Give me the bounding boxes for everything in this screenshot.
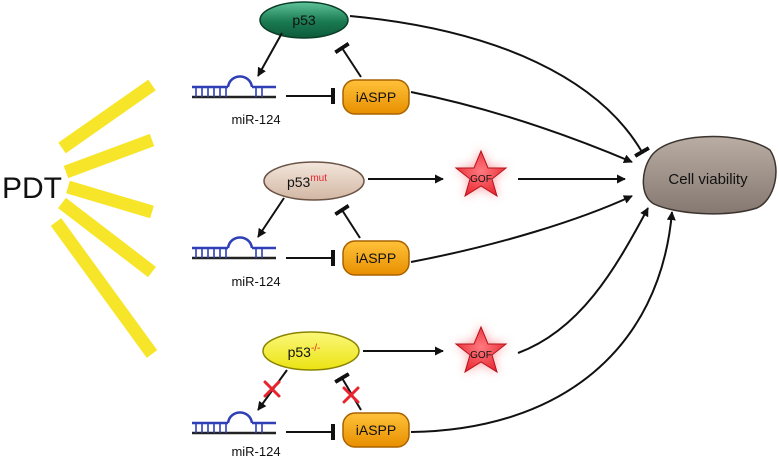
mirna-hairpin bbox=[192, 75, 276, 99]
mirna-hairpin bbox=[192, 411, 276, 435]
blocked-cross-icon bbox=[342, 386, 360, 404]
pdt-light-source: PDT bbox=[2, 79, 158, 358]
iaspp-to-viability-arrow bbox=[410, 195, 633, 263]
gof-star bbox=[454, 149, 508, 198]
p53-label: p53 bbox=[292, 12, 316, 28]
light-rays bbox=[50, 79, 158, 358]
p53-node bbox=[259, 1, 349, 39]
panel-p53-mutant: p53mut GOF miR-124 iASPP bbox=[192, 149, 633, 289]
iaspp-label: iASPP bbox=[356, 422, 396, 438]
iaspp-to-viability-arrow bbox=[410, 91, 633, 163]
p53-mut-node bbox=[263, 161, 365, 201]
light-ray bbox=[63, 133, 155, 179]
iaspp-inhibits-p53-mut bbox=[334, 203, 361, 239]
mirna-hairpin bbox=[192, 236, 276, 260]
light-ray bbox=[58, 197, 156, 278]
gof-label: GOF bbox=[470, 350, 492, 361]
p53-inhibits-viability bbox=[349, 15, 650, 158]
light-ray bbox=[66, 180, 154, 219]
blocked-cross-icon bbox=[263, 380, 281, 398]
iaspp-node bbox=[342, 412, 410, 448]
mirna-label: miR-124 bbox=[231, 274, 280, 289]
iaspp-node bbox=[342, 240, 410, 276]
panel-p53-null: p53-/- GOF miR-124 iASPP bbox=[192, 207, 676, 459]
light-ray bbox=[58, 79, 156, 154]
p53-to-mirna-arrow bbox=[257, 32, 283, 77]
p53-mut-label: p53mut bbox=[287, 173, 327, 190]
p53-null-node bbox=[262, 331, 360, 371]
iaspp-label: iASPP bbox=[356, 250, 396, 266]
gof-label: GOF bbox=[470, 174, 492, 185]
mirna-label: miR-124 bbox=[231, 112, 280, 127]
light-ray bbox=[50, 218, 158, 358]
iaspp-to-viability-arrow bbox=[410, 211, 676, 433]
iaspp-inhibits-p53 bbox=[334, 41, 362, 78]
cell-viability-node: Cell viability bbox=[642, 135, 777, 215]
p53-mut-to-mirna-arrow bbox=[257, 197, 285, 238]
cell-viability-shape bbox=[642, 135, 777, 215]
pdt-label: PDT bbox=[2, 172, 62, 205]
panel-p53-wildtype: p53 miR-124 iASPP bbox=[192, 1, 650, 163]
iaspp-node bbox=[342, 79, 410, 115]
cell-viability-label: Cell viability bbox=[668, 171, 748, 188]
mirna-label: miR-124 bbox=[231, 444, 280, 459]
gof-star bbox=[454, 325, 508, 374]
gof-to-viability-arrow bbox=[517, 207, 649, 354]
p53-null-label: p53-/- bbox=[288, 343, 321, 360]
iaspp-label: iASPP bbox=[356, 89, 396, 105]
